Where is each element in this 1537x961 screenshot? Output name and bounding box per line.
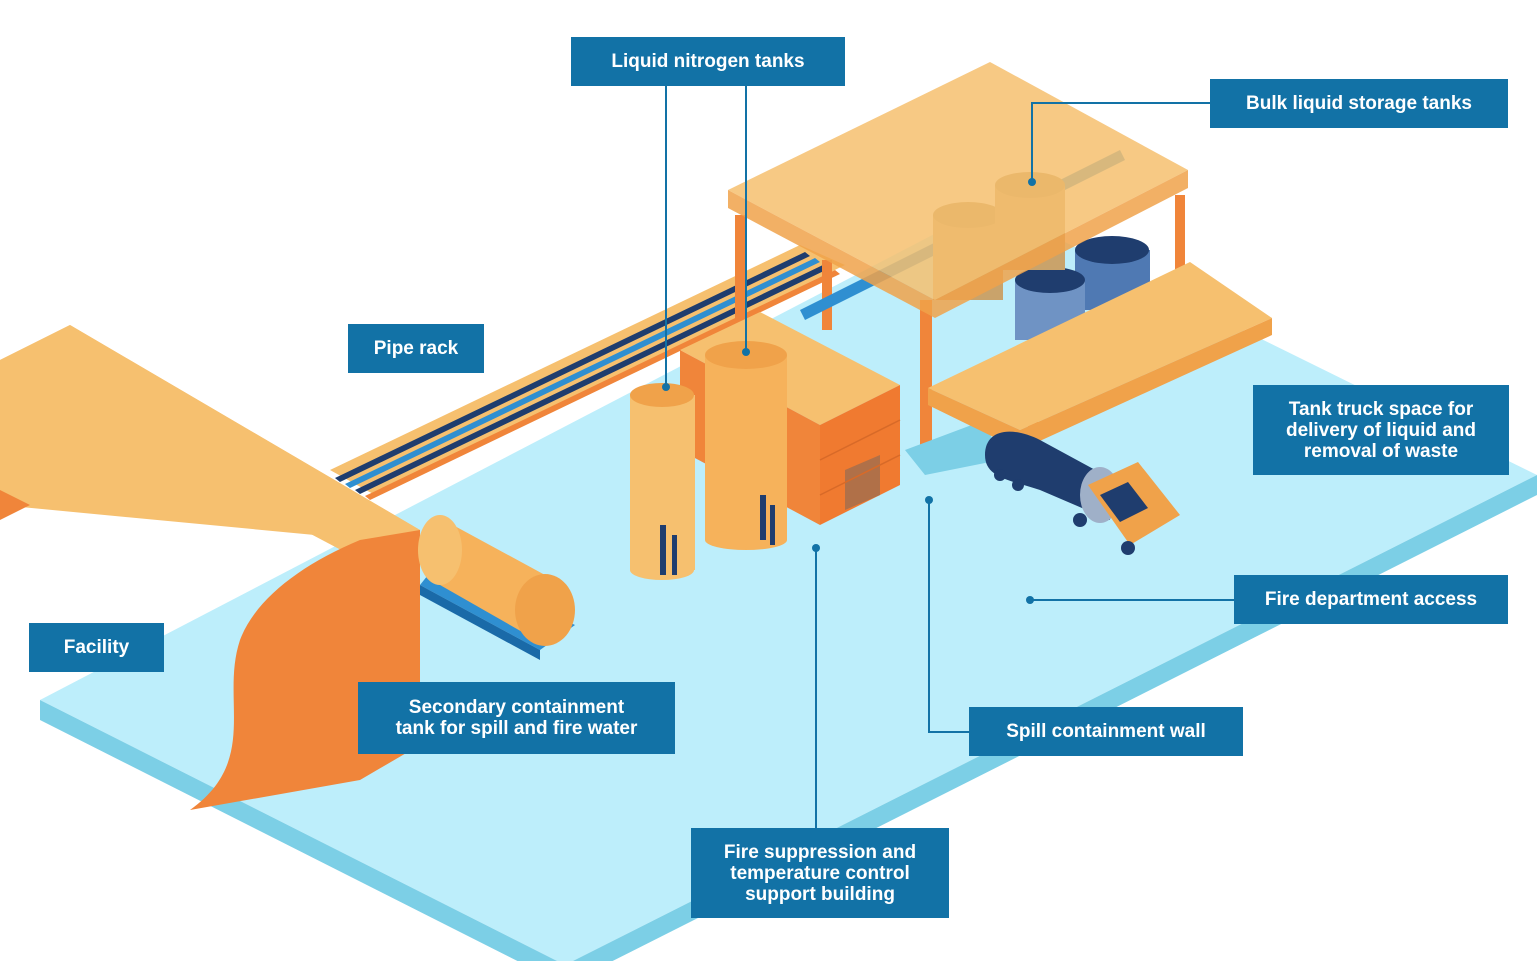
tanker-truck: [985, 431, 1180, 555]
label-facility: Facility: [29, 623, 164, 672]
dot-fire-department: [1026, 596, 1034, 604]
label-pipe-rack: Pipe rack: [348, 324, 484, 373]
pipe-rack: [330, 245, 845, 500]
label-spill-containment-wall: Spill containment wall: [969, 707, 1243, 756]
facility-building: [0, 325, 420, 810]
leader-dots: [662, 178, 1036, 604]
label-tank-truck-space: Tank truck space for delivery of liquid …: [1253, 385, 1509, 475]
dot-liquid-nitrogen-1: [662, 383, 670, 391]
dot-liquid-nitrogen-2: [742, 348, 750, 356]
dot-spill-containment: [925, 496, 933, 504]
leader-bulk-liquid: [1031, 102, 1210, 180]
dot-fire-suppression: [812, 544, 820, 552]
canopy-roof: [728, 62, 1188, 318]
label-fire-suppression-building: Fire suppression and temperature control…: [691, 828, 949, 918]
label-bulk-liquid-storage-tanks: Bulk liquid storage tanks: [1210, 79, 1508, 128]
secondary-containment-tank: [418, 515, 575, 660]
dot-bulk-liquid: [1028, 178, 1036, 186]
liquid-nitrogen-tanks: [630, 341, 787, 580]
label-liquid-nitrogen-tanks: Liquid nitrogen tanks: [571, 37, 845, 86]
leader-spill-containment: [928, 502, 969, 733]
label-fire-department-access: Fire department access: [1234, 575, 1508, 624]
leader-lines: [665, 86, 1234, 828]
label-secondary-containment-tank: Secondary containment tank for spill and…: [358, 682, 675, 754]
